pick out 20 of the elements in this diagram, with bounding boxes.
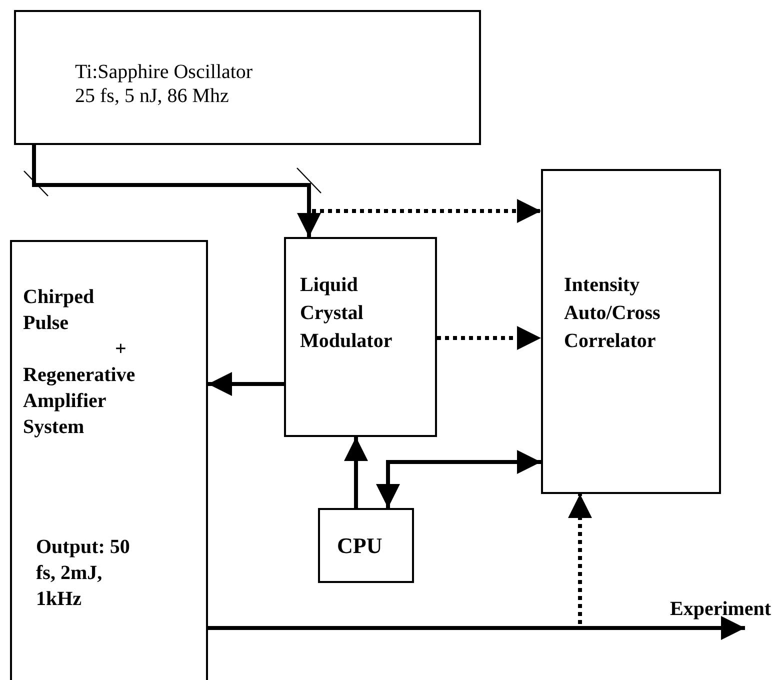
amplifier-label: + (115, 337, 126, 362)
amplifier-label: Chirped Pulse (23, 285, 96, 336)
arrow (32, 145, 321, 237)
arrow (344, 437, 368, 508)
correlator-label: Intensity Auto/Cross Correlator (564, 273, 662, 354)
block-box (541, 169, 721, 494)
oscillator-label: Ti:Sapphire Oscillator (75, 60, 253, 84)
cpu-label: CPU (337, 533, 382, 559)
modulator-label: Liquid Crystal Modulator (300, 273, 394, 354)
block-box (10, 240, 208, 680)
block-box (14, 10, 481, 145)
amplifier-label: Regenerative Amplifier System (23, 363, 136, 440)
experiment-label: Experiment (670, 597, 772, 622)
output-spec-label: Output: 50 fs, 2mJ, 1kHz (36, 535, 131, 612)
oscillator-label: 25 fs, 5 nJ, 86 Mhz (75, 84, 229, 108)
arrow (437, 326, 541, 350)
arrow (376, 450, 541, 508)
block-box (284, 237, 437, 437)
arrow (208, 372, 284, 396)
block-box (318, 508, 414, 583)
